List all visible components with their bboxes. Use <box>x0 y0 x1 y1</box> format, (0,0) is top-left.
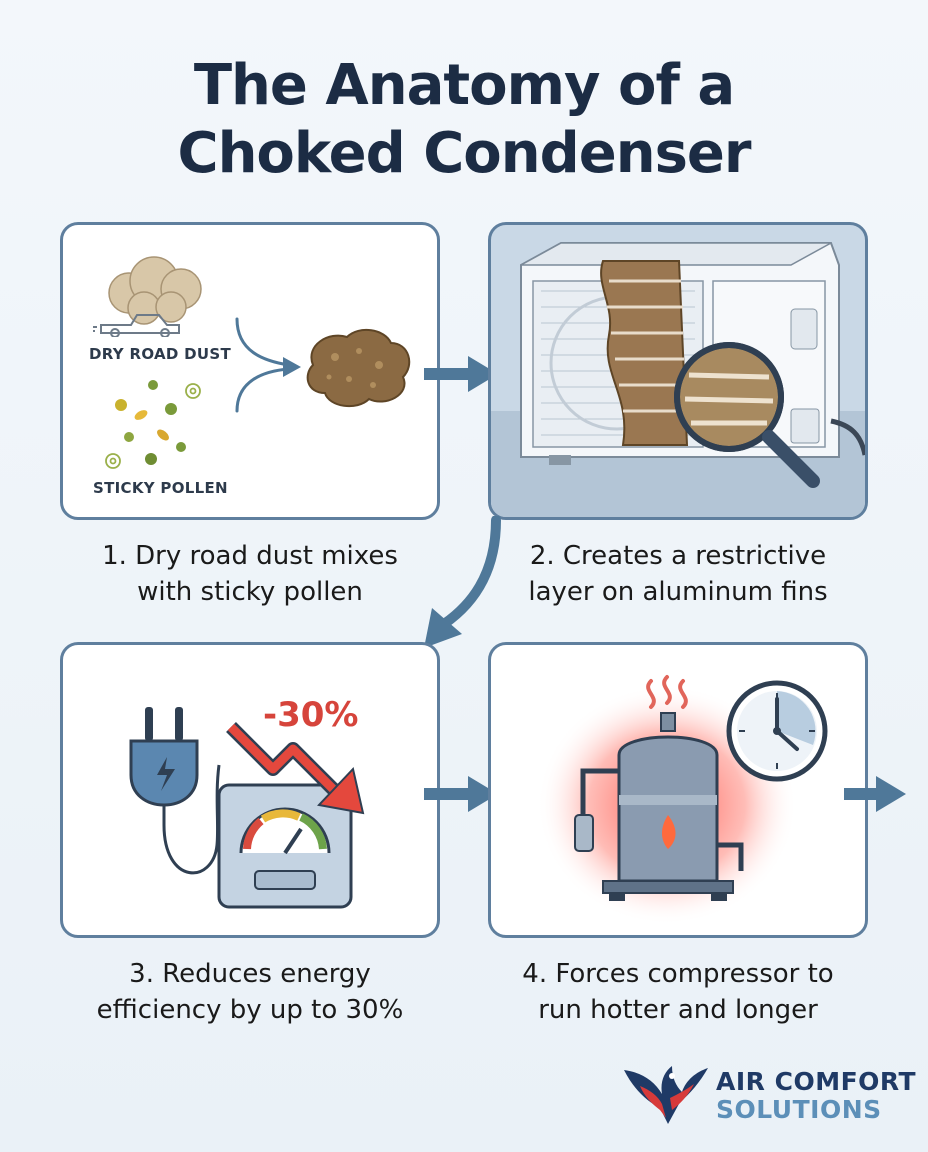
car-icon <box>93 314 180 337</box>
plug-meter-icon <box>129 707 365 909</box>
arrow-right-3-icon <box>844 776 906 812</box>
arrow-right-2-icon <box>424 776 498 812</box>
arrow-right-1-icon <box>424 356 498 392</box>
panel-dust-pollen: DRY ROAD DUST STICKY POLLEN <box>60 222 440 520</box>
caption-step-2-line-1: 2. Creates a restrictive <box>529 541 827 571</box>
title-line-2: Choked Condenser <box>177 121 751 186</box>
caption-step-2: 2. Creates a restrictive layer on alumin… <box>488 538 868 610</box>
caption-step-3: 3. Reduces energy efficiency by up to 30… <box>60 956 440 1028</box>
ac-condenser-icon <box>491 242 865 517</box>
merge-arrows-icon <box>235 317 301 413</box>
panel-compressor <box>488 642 868 938</box>
panel-condenser <box>488 222 868 520</box>
curved-arrow-down-icon <box>424 516 501 648</box>
caption-step-4: 4. Forces compressor to run hotter and l… <box>488 956 868 1028</box>
caption-step-4-line-2: run hotter and longer <box>538 995 818 1025</box>
title-line-1: The Anatomy of a <box>193 53 735 118</box>
pollen-icon <box>105 380 201 469</box>
caption-step-4-line-1: 4. Forces compressor to <box>522 959 834 989</box>
caption-step-1-line-2: with sticky pollen <box>137 577 363 607</box>
page-title: The Anatomy of a Choked Condenser <box>0 52 928 188</box>
caption-step-1-line-1: 1. Dry road dust mixes <box>102 541 398 571</box>
caption-step-3-line-1: 3. Reduces energy <box>129 959 371 989</box>
reduction-label: -30% <box>263 695 359 735</box>
panel-energy: -30% <box>60 642 440 938</box>
eagle-logo-icon <box>624 1066 708 1124</box>
compressor-icon <box>537 675 828 925</box>
dirt-clump-icon <box>306 328 411 408</box>
caption-step-3-line-2: efficiency by up to 30% <box>96 995 404 1025</box>
logo-line-2: SOLUTIONS <box>716 1095 882 1124</box>
caption-step-2-line-2: layer on aluminum fins <box>528 577 828 607</box>
logo-line-1: AIR COMFORT <box>716 1067 917 1096</box>
label-dry-road-dust: DRY ROAD DUST <box>89 345 232 363</box>
caption-step-1: 1. Dry road dust mixes with sticky polle… <box>60 538 440 610</box>
label-sticky-pollen: STICKY POLLEN <box>93 479 228 497</box>
